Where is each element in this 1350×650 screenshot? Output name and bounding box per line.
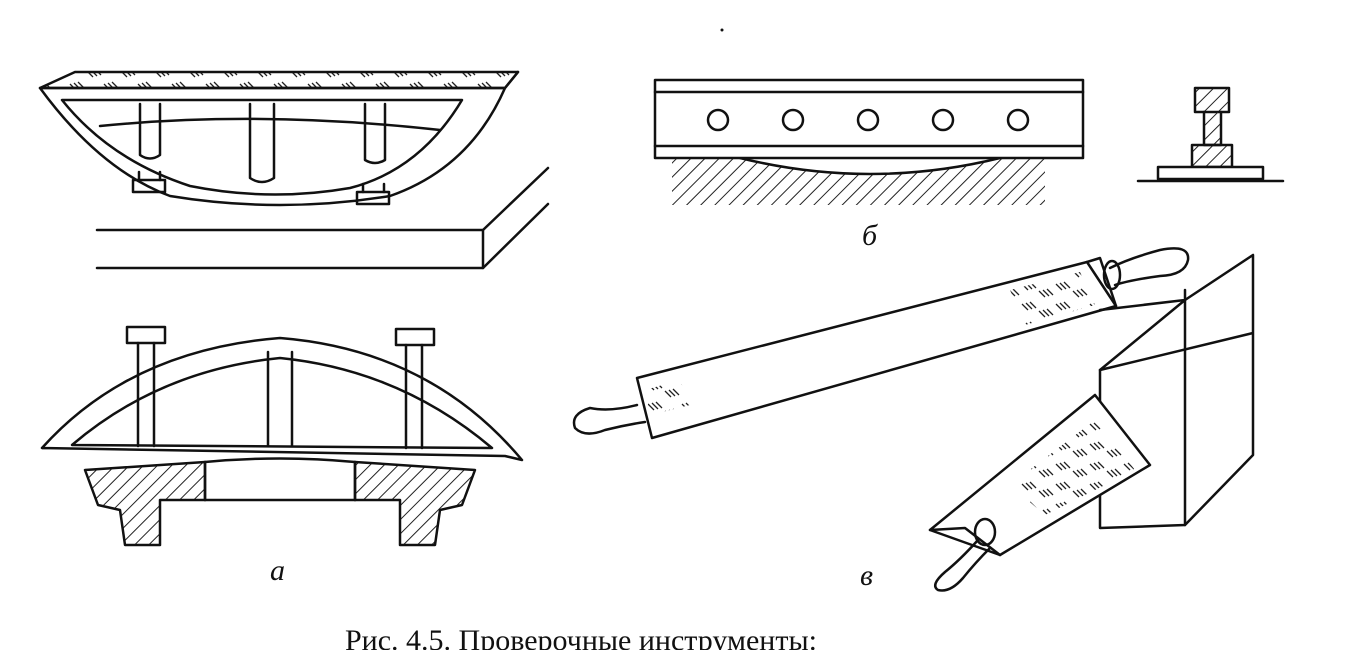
label-v: в — [860, 559, 873, 592]
bridge-straightedge-on-plate — [38, 70, 550, 270]
straightedge-with-holes — [653, 78, 1285, 205]
label-a: а — [270, 554, 285, 587]
scraper-straightedges — [572, 247, 1255, 592]
figure-caption: Рис. 4.5. Проверочные инструменты: — [345, 624, 817, 650]
bridge-straightedge-on-slide — [40, 325, 524, 547]
label-b: б — [862, 219, 878, 252]
